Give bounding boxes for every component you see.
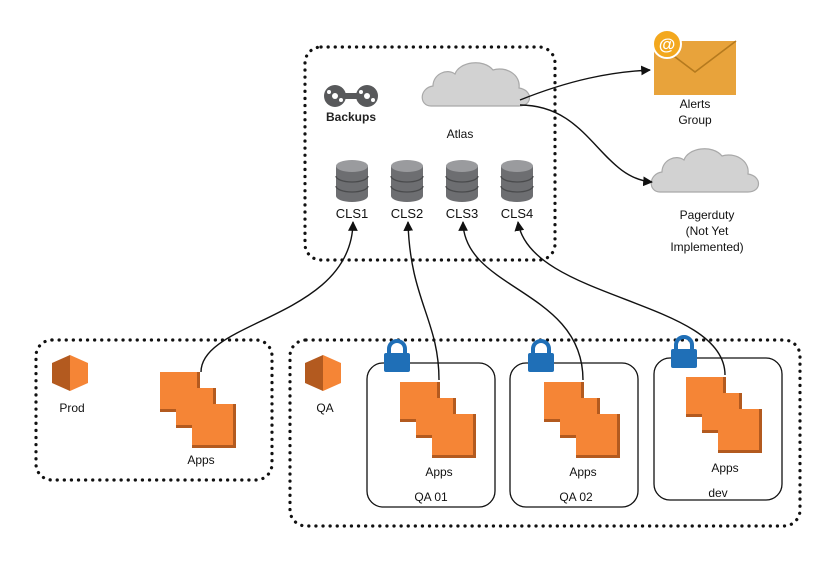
atlas-to-alerts-arrow: [519, 65, 651, 101]
qa02-to-cls3-arrow: [458, 221, 584, 381]
prod-to-cls1-arrow: [200, 221, 358, 373]
aws-region-icon: [52, 355, 88, 391]
cluster-label-cls1: CLS1: [336, 206, 369, 221]
svg-text:@: @: [659, 35, 676, 54]
atlas-container: [303, 45, 557, 262]
qa02-label: QA 02: [559, 490, 593, 504]
apps-icon: [160, 372, 236, 448]
database-icon: [500, 159, 534, 203]
dev-to-cls4-arrow: [514, 221, 726, 376]
qa02-apps-label: Apps: [569, 465, 596, 479]
dev-apps-label: Apps: [711, 461, 738, 475]
alerts-label-line1: Alerts: [680, 97, 711, 111]
database-icon: [335, 159, 369, 203]
pagerduty-label-line3: Implemented): [670, 240, 743, 254]
prod-label: Prod: [59, 401, 84, 415]
prod-apps-label: Apps: [187, 453, 214, 467]
alerts-label-line2: Group: [678, 113, 712, 127]
email-icon: @: [652, 29, 737, 95]
qa01-label: QA 01: [414, 490, 448, 504]
backups-icon: [324, 85, 378, 107]
atlas-cloud-icon: [421, 62, 531, 107]
cluster-label-cls4: CLS4: [501, 206, 534, 221]
database-icon: [445, 159, 479, 203]
qa01-to-cls2-arrow: [403, 221, 440, 381]
lock-icon: [669, 335, 699, 370]
prod-container: [34, 338, 274, 482]
lock-icon: [526, 339, 556, 374]
atlas-label: Atlas: [447, 127, 474, 141]
qa-label: QA: [316, 401, 333, 415]
database-icon: [390, 159, 424, 203]
cluster-label-cls3: CLS3: [446, 206, 479, 221]
atlas-to-pagerduty-arrow: [519, 104, 653, 187]
pagerduty-label-line1: Pagerduty: [680, 208, 735, 222]
qa01-apps-label: Apps: [425, 465, 452, 479]
pagerduty-cloud-icon: [650, 148, 760, 193]
backups-label: Backups: [326, 110, 376, 124]
aws-region-icon: [305, 355, 341, 391]
lock-icon: [382, 339, 412, 374]
pagerduty-label-line2: (Not Yet: [686, 224, 729, 238]
cluster-label-cls2: CLS2: [391, 206, 424, 221]
dev-label: dev: [708, 486, 727, 500]
